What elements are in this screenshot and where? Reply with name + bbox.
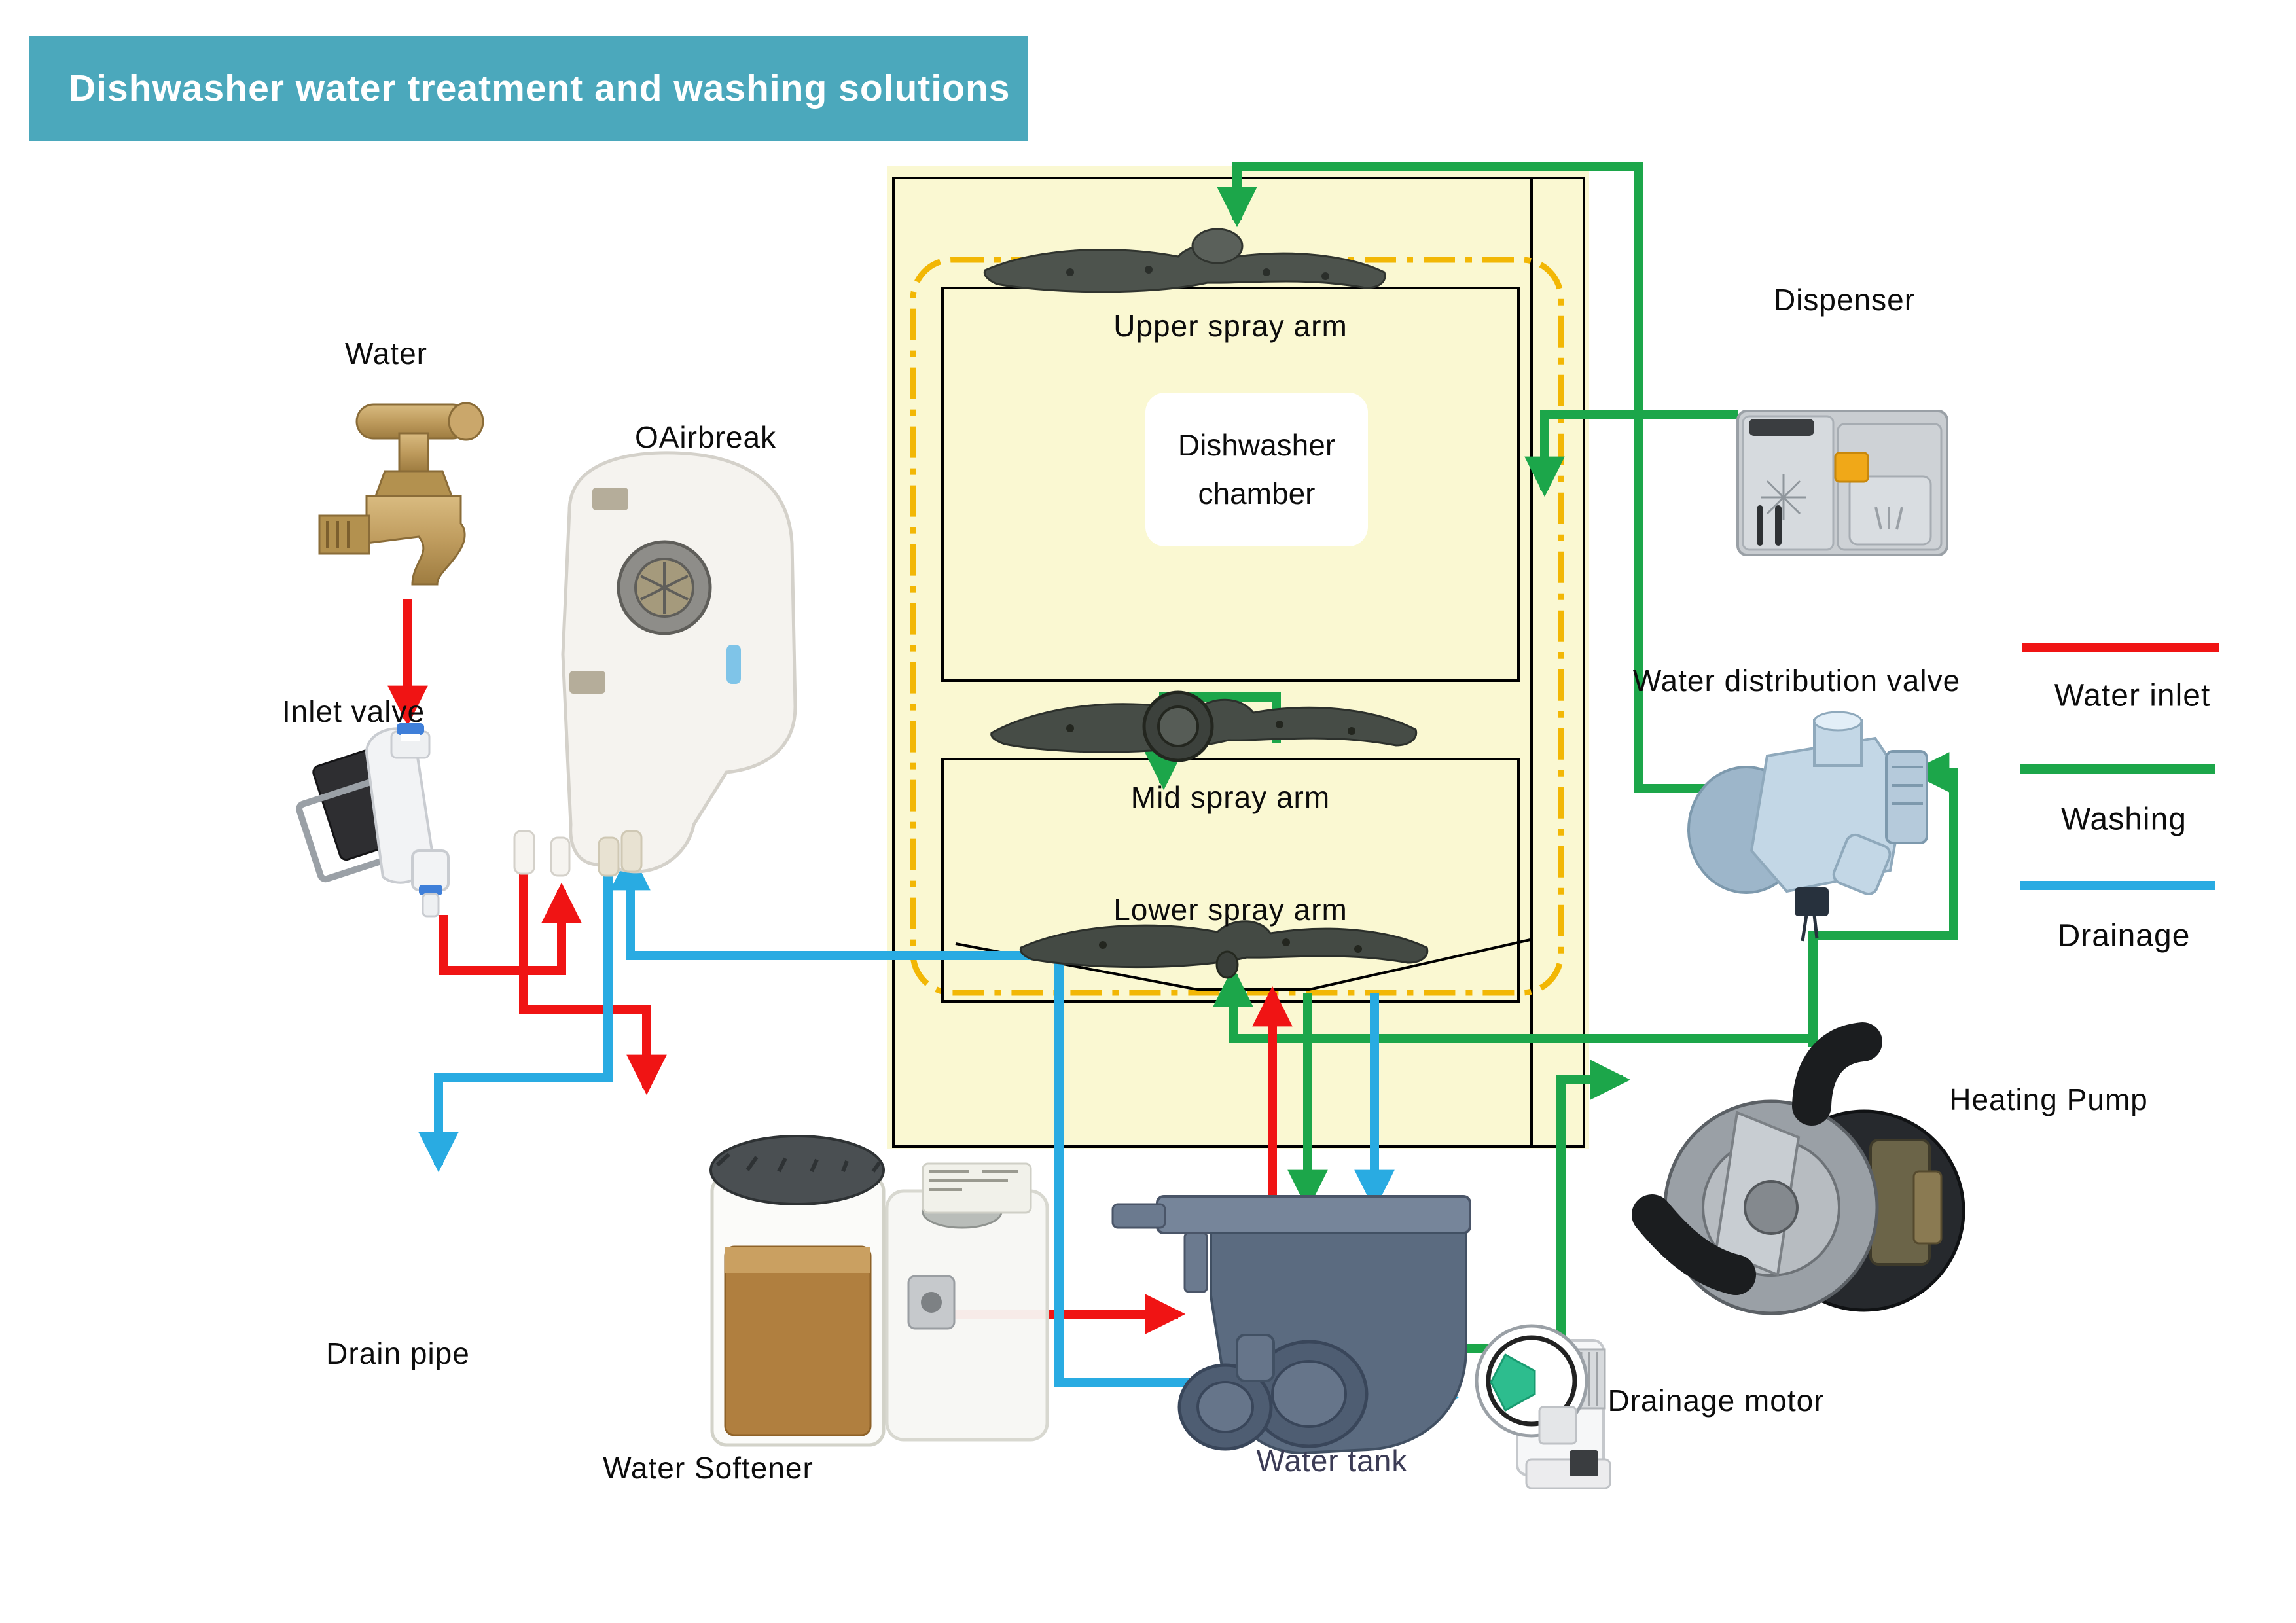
drainage-motor-image [1475, 1324, 1611, 1489]
label-dispenser: Dispenser [1773, 283, 1916, 317]
dispenser-image [1736, 410, 1948, 556]
label-dishwasher-chamber: Dishwasher chamber [1145, 393, 1368, 546]
label-water-softener: Water Softener [603, 1451, 814, 1485]
legend-lines [2020, 643, 2219, 890]
inlet-line-valve-to-airbreak [439, 882, 582, 975]
inlet-valve-image [296, 723, 450, 918]
mid-spray-arm-image [990, 690, 1418, 762]
label-mid-spray-arm: Mid spray arm [1130, 780, 1331, 814]
label-upper-spray-arm: Upper spray arm [1113, 309, 1348, 343]
label-drainage-motor: Drainage motor [1607, 1383, 1825, 1418]
water-faucet-image [318, 402, 484, 586]
label-drain-pipe: Drain pipe [326, 1336, 470, 1370]
inlet-line-airbreak-to-softener [519, 874, 667, 1096]
washing-line-valve-to-upper-arm [1217, 162, 1710, 793]
washing-line-pump-to-lower-arm [1213, 966, 1813, 1043]
label-airbreak: OAirbreak [634, 420, 777, 454]
water-softener-image [709, 1135, 1049, 1447]
label-lower-spray-arm: Lower spray arm [1113, 893, 1348, 927]
water-tank-image [1111, 1195, 1471, 1455]
heating-pump-image [1632, 1022, 1965, 1315]
drain-line-airbreak-to-drainpipe [418, 874, 613, 1173]
label-heating-pump: Heating Pump [1949, 1082, 2148, 1116]
washing-line-dispenser [1524, 410, 1738, 497]
label-distribution-valve: Water distribution valve [1632, 664, 1961, 698]
airbreak-image [513, 451, 797, 877]
legend-label-drainage: Drainage [2057, 918, 2191, 954]
title-text: Dishwasher water treatment and washing s… [69, 67, 1011, 109]
label-water: Water [345, 336, 427, 370]
chamber-label-line1: Dishwasher [1177, 427, 1336, 462]
spray-arms [983, 228, 1429, 979]
title-banner: Dishwasher water treatment and washing s… [29, 36, 1028, 141]
label-water-tank: Water tank [1256, 1444, 1408, 1478]
legend-label-water-inlet: Water inlet [2054, 678, 2211, 713]
chamber-label-line2: chamber [1198, 476, 1316, 510]
label-inlet-valve: Inlet valve [281, 694, 425, 728]
chamber-label-box [1145, 393, 1368, 546]
lower-spray-arm-image [1019, 920, 1429, 979]
distribution-valve-image [1687, 711, 1928, 942]
chamber-dashed-border [910, 257, 1564, 996]
upper-zone-box [941, 287, 1520, 682]
upper-spray-arm-image [983, 228, 1386, 293]
legend-label-washing: Washing [2061, 802, 2187, 837]
washing-line-pump-to-valve [1808, 752, 1958, 1047]
